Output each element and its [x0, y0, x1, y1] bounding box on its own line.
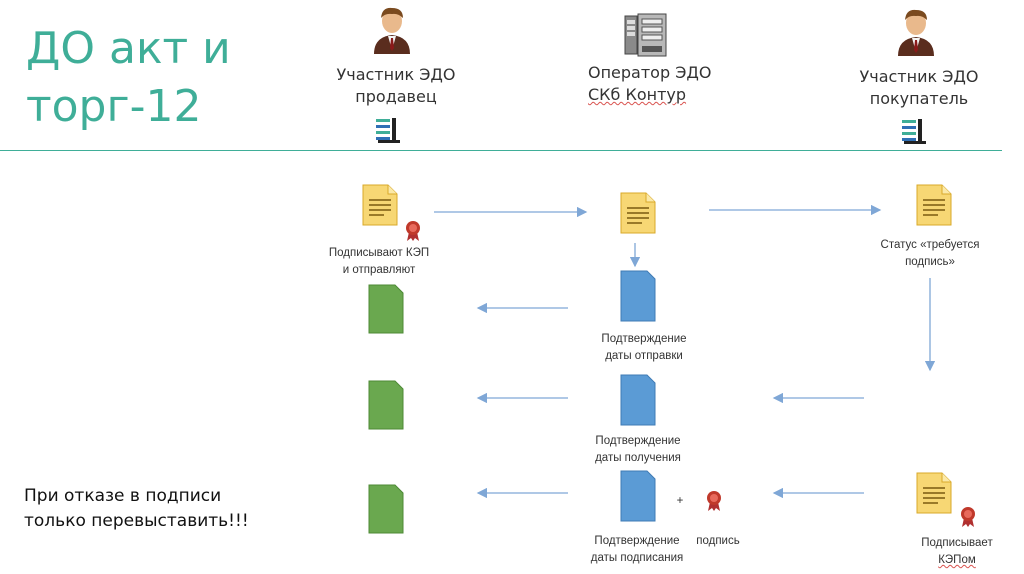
role-seller: Участник ЭДО продавец [331, 64, 461, 108]
role-operator-line-2: СКб Контур [588, 84, 728, 106]
header-divider [0, 150, 1002, 151]
document-icon [916, 184, 952, 226]
blue-document-icon [620, 470, 656, 522]
step-confirm-sign-line-2: даты подписания [590, 552, 684, 564]
step-buyer-sign-line-1: Подписывает [921, 537, 993, 549]
step-buyer-status-line-2: подпись» [905, 256, 955, 268]
step-confirm-sign-line-1: Подтверждение [594, 535, 680, 547]
step-confirm-receive: Подтверждение даты получения [580, 433, 696, 467]
plus-sign: + [676, 495, 684, 507]
document-icon [362, 184, 398, 226]
server-icon [624, 13, 667, 57]
step-seller-sign-line-1: Подписывают КЭП [328, 247, 430, 259]
seal-icon [961, 507, 975, 527]
role-operator-line-2-text: СКб Контур [588, 85, 687, 104]
green-document-icon [368, 284, 404, 334]
step-buyer-sign-line-2-text: КЭПом [938, 554, 976, 566]
step-buyer-status: Статус «требуется подпись» [866, 237, 994, 271]
role-buyer-line-2: покупатель [869, 89, 969, 108]
role-seller-line-2: продавец [355, 87, 437, 106]
step-confirm-sign: Подтверждение даты подписания [578, 533, 696, 567]
title-line-1: ДО акт и [26, 23, 231, 74]
seller-person-icon [374, 7, 410, 54]
edo-logo-icon [902, 119, 926, 144]
refusal-note-line-2: только перевыставить!!! [24, 511, 249, 531]
title-line-2: торг-12 [26, 81, 202, 132]
role-seller-line-1: Участник ЭДО [336, 65, 456, 84]
step-buyer-status-line-1: Статус «требуется [880, 239, 980, 251]
step-buyer-sign: Подписывает КЭПом [906, 535, 1008, 569]
step-seller-sign-line-2: и отправляют [342, 264, 416, 276]
step-confirm-receive-line-2: даты получения [595, 452, 681, 464]
signature-label: подпись [696, 535, 740, 547]
refusal-note: При отказе в подписи только перевыставит… [24, 484, 324, 534]
step-confirm-send: Подтверждение даты отправки [586, 331, 702, 365]
role-operator: Оператор ЭДО СКб Контур [588, 62, 728, 106]
role-buyer: Участник ЭДО покупатель [852, 66, 986, 110]
step-confirm-receive-line-1: Подтверждение [595, 435, 681, 447]
step-seller-sign: Подписывают КЭП и отправляют [316, 245, 442, 279]
step-confirm-send-line-1: Подтверждение [601, 333, 687, 345]
step-confirm-send-line-2: даты отправки [605, 350, 683, 362]
seal-icon [707, 491, 721, 511]
buyer-person-icon [898, 9, 934, 56]
role-operator-line-1: Оператор ЭДО [588, 63, 712, 82]
blue-document-icon [620, 374, 656, 426]
blue-document-icon [620, 270, 656, 322]
role-buyer-line-1: Участник ЭДО [859, 67, 979, 86]
green-document-icon [368, 380, 404, 430]
edo-logo-icon [376, 118, 400, 143]
refusal-note-line-1: При отказе в подписи [24, 486, 222, 506]
document-icon [620, 192, 656, 234]
step-buyer-sign-line-2: КЭПом [906, 552, 1008, 569]
green-document-icon [368, 484, 404, 534]
page-title: ДО акт и торг-12 [26, 20, 231, 136]
seal-icon [406, 221, 420, 241]
document-icon [916, 472, 952, 514]
